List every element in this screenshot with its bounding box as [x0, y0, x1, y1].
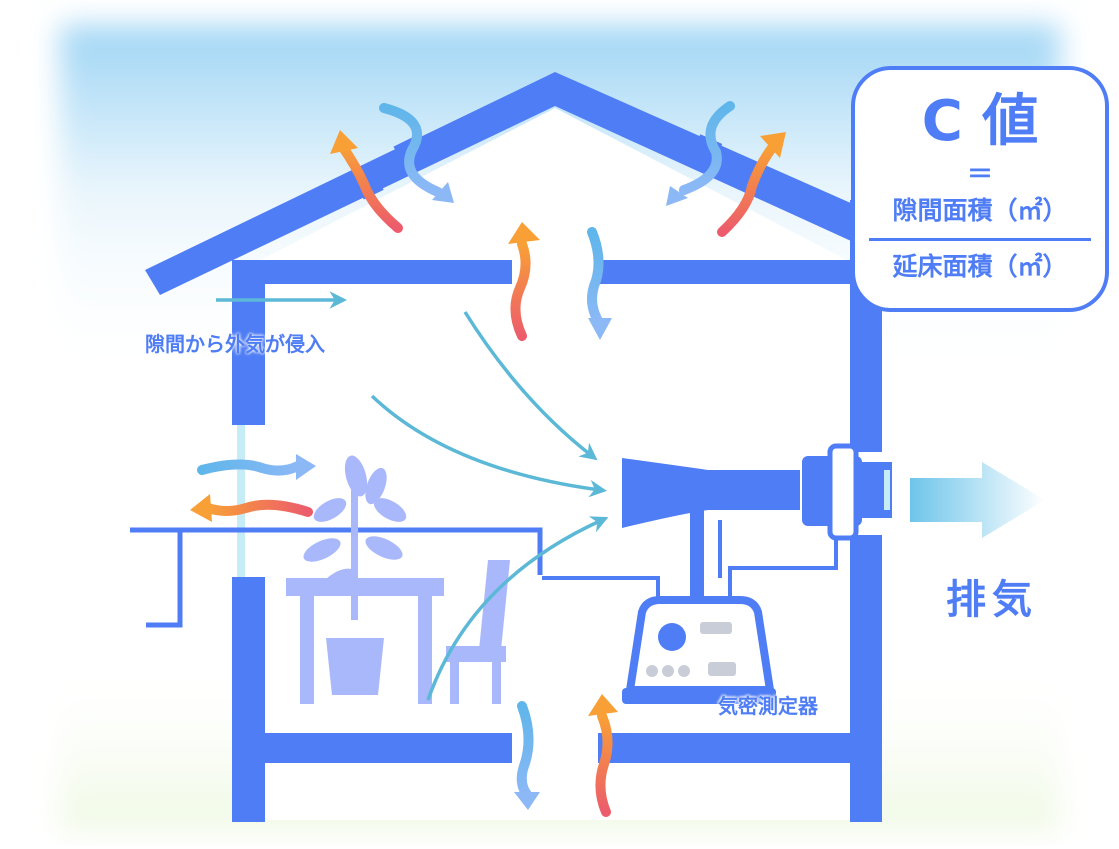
exhaust-arrow — [910, 462, 1045, 538]
chair-seat — [446, 646, 506, 662]
blower-port-gap — [884, 470, 890, 510]
plant-leaves — [303, 455, 407, 592]
formula-denominator: 延床面積（㎡） — [892, 252, 1068, 281]
warm-arrow-roof-left — [337, 141, 403, 233]
warm-arrow-roof-right — [717, 143, 777, 237]
meter-display-1 — [700, 622, 732, 634]
warm-arrow-floor — [595, 711, 613, 817]
table-leg-left — [300, 596, 314, 704]
warm-air-arrows — [190, 130, 786, 817]
meter-base — [622, 688, 776, 704]
cold-arrow-roof-right — [679, 101, 735, 195]
meter-label: 気密測定器 — [718, 694, 818, 718]
cold-arrow-floor — [516, 701, 534, 801]
meter-display-2 — [708, 662, 736, 676]
cold-arrow-ceiling — [587, 227, 605, 329]
blower-horn — [622, 458, 800, 528]
infil-arrow-3 — [370, 394, 607, 498]
chair-leg-left — [450, 662, 459, 704]
infiltration-label: 隙間から外気が侵入 — [145, 332, 325, 356]
left-wall-upper — [232, 262, 265, 425]
equals-sign: ＝ — [966, 160, 993, 190]
meter-knob-3 — [678, 665, 690, 677]
c-value-title: C 値 — [921, 89, 1039, 154]
infil-arrow-2 — [463, 311, 598, 461]
meter-dial — [658, 623, 686, 651]
cold-arrow-wall — [197, 459, 303, 476]
roof — [145, 72, 862, 295]
plant-stem — [351, 490, 358, 620]
exhaust-label: 排気 — [946, 577, 1038, 623]
warm-arrow-ceiling — [510, 239, 531, 341]
warm-arrow-wall — [203, 499, 313, 517]
infiltration-arrows — [216, 291, 609, 701]
blower-ring — [827, 443, 859, 541]
ceiling-right — [598, 260, 860, 284]
floor-left — [232, 733, 512, 763]
chair-leg-right — [492, 662, 501, 704]
fraction-bar — [869, 238, 1091, 241]
meter-knob-1 — [646, 665, 658, 677]
furniture — [286, 455, 510, 704]
table-leg-right — [418, 596, 432, 704]
formula-numerator: 隙間面積（㎡） — [892, 196, 1068, 225]
cold-air-arrows — [197, 101, 735, 810]
balcony-outline — [130, 527, 543, 628]
infil-arrow-4 — [426, 516, 609, 701]
blower-stand — [690, 508, 704, 600]
left-wall-lower — [232, 577, 265, 822]
left-wall-gap — [237, 425, 245, 577]
c-value-formula-box: C 値 ＝ 隙間面積（㎡） 延床面積（㎡） — [851, 66, 1109, 312]
meter-knob-2 — [662, 665, 674, 677]
right-wall-lower — [850, 535, 882, 822]
ceiling-left — [232, 260, 512, 284]
cold-arrow-roof-left — [379, 103, 443, 197]
table-top — [286, 578, 444, 596]
hose — [542, 520, 722, 600]
flower-pot — [326, 638, 384, 695]
floor-right — [598, 733, 882, 763]
hose-right — [728, 520, 838, 598]
